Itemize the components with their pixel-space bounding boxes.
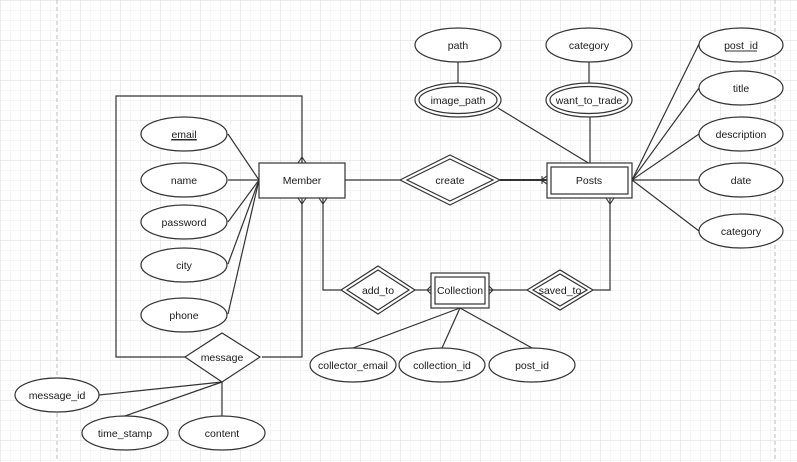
edge-phone-member[interactable] [227, 179, 260, 315]
entity-posts[interactable]: Posts [546, 162, 633, 199]
edge-collectionid-collection[interactable] [441, 307, 461, 349]
edge-postid-posts[interactable] [631, 43, 700, 181]
crowfoot-member-bottom-right [318, 197, 328, 205]
attribute-category-trade[interactable]: category [545, 27, 633, 63]
entity-collection-label: Collection [437, 285, 483, 297]
attribute-email-label: email [171, 129, 196, 141]
attribute-name[interactable]: name [140, 162, 228, 198]
relationship-message[interactable]: message [183, 332, 262, 383]
crowfoot-member-bottom-left [297, 197, 307, 205]
relationship-create-label: create [435, 175, 464, 187]
attribute-content[interactable]: content [178, 415, 266, 451]
entity-member-label: Member [283, 175, 322, 187]
relationship-create[interactable]: create [398, 154, 502, 206]
attribute-image-path-label: image_path [431, 95, 486, 107]
edge-password-member[interactable] [227, 179, 260, 223]
relationship-saved-to-label: saved_to [539, 285, 582, 297]
attribute-city-label: city [176, 260, 193, 272]
crowfoot-collection-left [426, 285, 432, 295]
edge-imagepath-posts[interactable] [497, 107, 591, 165]
attribute-collector-email-label: collector_email [318, 360, 388, 372]
attribute-collector-email[interactable]: collector_email [309, 347, 397, 383]
member-message-loop[interactable] [115, 95, 303, 358]
edge-city-member[interactable] [227, 179, 260, 265]
attribute-time-stamp-label: time_stamp [98, 428, 152, 440]
edge-timestamp-message[interactable] [124, 381, 223, 417]
attribute-date[interactable]: date [698, 162, 784, 198]
attribute-want-to-trade-label: want_to_trade [555, 95, 623, 107]
attribute-password[interactable]: password [140, 204, 228, 240]
attribute-time-stamp[interactable]: time_stamp [81, 415, 169, 451]
connector-lines [98, 43, 700, 417]
attribute-image-path[interactable]: image_path [414, 82, 502, 118]
attribute-category-trade-label: category [569, 40, 610, 52]
attribute-password-label: password [162, 217, 207, 229]
edge-savedto-posts[interactable] [593, 198, 611, 291]
attribute-phone[interactable]: phone [140, 297, 228, 333]
crowfoot-posts-bottom [605, 197, 615, 205]
attribute-path-label: path [448, 40, 469, 52]
attribute-content-label: content [205, 428, 240, 440]
attribute-path[interactable]: path [414, 27, 502, 63]
entity-posts-label: Posts [576, 175, 602, 187]
attribute-date-label: date [731, 175, 752, 187]
crowfoot-posts-left [540, 175, 548, 185]
edge-messageid-message[interactable] [98, 381, 223, 396]
attribute-email[interactable]: email [140, 116, 228, 152]
relationship-saved-to[interactable]: saved_to [525, 269, 595, 311]
edge-postid-collection[interactable] [459, 307, 533, 349]
attribute-message-id[interactable]: message_id [14, 377, 100, 413]
relationship-message-label: message [201, 352, 244, 364]
attribute-want-to-trade[interactable]: want_to_trade [545, 82, 633, 118]
entity-collection[interactable]: Collection [430, 272, 490, 309]
attribute-post-id-collection-label: post_id [515, 360, 549, 372]
edge-title-posts[interactable] [631, 87, 700, 181]
edge-category-posts[interactable] [631, 179, 700, 232]
attribute-title-label: title [733, 83, 750, 95]
attribute-message-id-label: message_id [29, 390, 86, 402]
attribute-title[interactable]: title [698, 70, 784, 106]
attribute-phone-label: phone [169, 310, 198, 322]
edge-description-posts[interactable] [631, 133, 700, 181]
relationship-add-to-label: add_to [362, 285, 394, 297]
attribute-collection-id[interactable]: collection_id [398, 347, 486, 383]
entity-member[interactable]: Member [258, 162, 346, 199]
attribute-category-posts-label: category [721, 226, 762, 238]
attribute-description[interactable]: description [698, 116, 784, 152]
attribute-category-posts[interactable]: category [698, 213, 784, 249]
edge-member-addto[interactable] [322, 198, 341, 291]
attribute-name-label: name [171, 175, 197, 187]
edge-email-member[interactable] [227, 133, 260, 181]
relationship-add-to[interactable]: add_to [339, 265, 417, 315]
crowfoot-collection-right [488, 285, 494, 295]
attribute-post-id-collection[interactable]: post_id [488, 347, 576, 383]
attribute-post-id-label: post_id [724, 40, 758, 52]
member-message-right-line[interactable] [262, 198, 303, 358]
attribute-post-id[interactable]: post_id [698, 27, 784, 63]
attribute-collection-id-label: collection_id [413, 360, 471, 372]
attribute-city[interactable]: city [140, 247, 228, 283]
edge-collectoremail-collection[interactable] [352, 307, 461, 349]
attribute-description-label: description [716, 129, 767, 141]
